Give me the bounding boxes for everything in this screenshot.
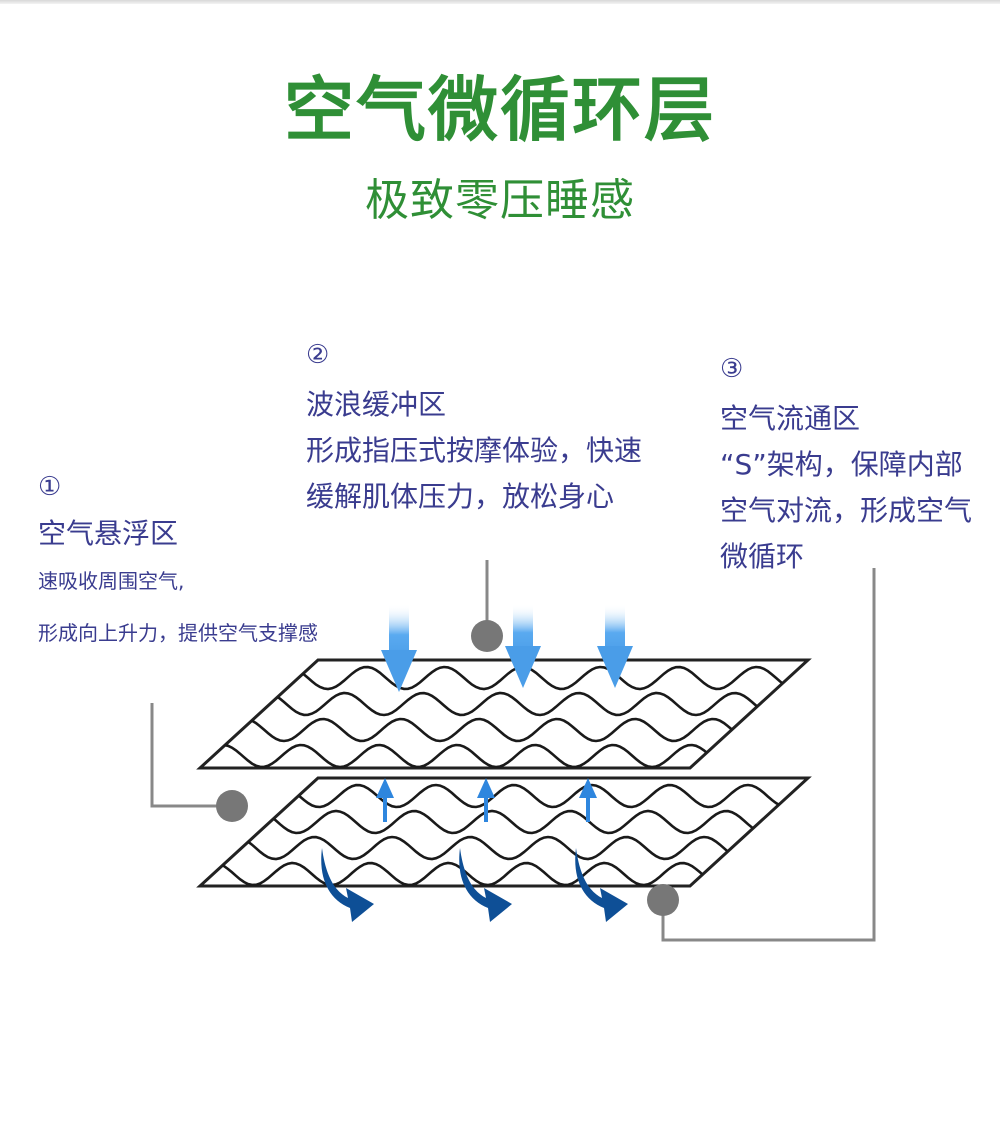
up-arrow-1 [376,778,394,822]
callout-number-3: ③ [720,354,744,384]
up-arrow-2 [477,778,495,822]
down-arrow-2 [505,604,541,688]
leader-line-1 [150,703,232,808]
callout-air-flow-zone: ③ 空气流通区 “S”架构，保障内部 空气对流，形成空气 微循环 [720,354,972,580]
callout-line: 速吸收周围空气, [38,569,185,593]
callout-heading-2: 波浪缓冲区 [306,388,447,421]
callout-number-2: ② [306,340,330,370]
callout-heading-1: 空气悬浮区 [38,517,179,550]
wave-line [200,717,808,743]
wave-layer-top [196,658,812,770]
curved-arrow-1 [321,848,374,922]
down-arrow-3 [597,604,633,688]
wave-line [200,835,808,861]
callout-line: “S”架构，保障内部 [720,448,963,481]
wave-line [200,691,808,717]
curved-arrow-3 [575,848,628,922]
wave-line [200,809,808,835]
callout-line: 形成向上升力，提供空气支撑感 [38,621,318,645]
callout-line: 空气对流，形成空气 [720,494,973,527]
page-subtitle: 极致零压睡感 [365,175,635,226]
down-arrow-1 [381,604,417,692]
page-title: 空气微循环层 [284,69,716,151]
leader-dot-2 [471,620,503,652]
wave-layer-bottom [196,776,812,888]
leader-line-3 [661,568,876,942]
top-divider [0,0,1000,4]
callout-line: 缓解肌体压力，放松身心 [306,480,615,513]
callout-line: 微循环 [720,540,805,573]
callout-wave-buffer-zone: ② 波浪缓冲区 形成指压式按摩体验，快速 缓解肌体压力，放松身心 [306,340,642,520]
up-arrow-3 [579,778,597,822]
leader-dot-3 [647,884,679,916]
callout-air-suspension-zone: ① 空气悬浮区 速吸收周围空气, 形成向上升力，提供空气支撑感 [38,472,318,646]
callout-number-1: ① [38,472,62,502]
callout-heading-3: 空气流通区 [720,402,861,435]
curved-arrow-2 [459,848,512,922]
callout-line: 形成指压式按摩体验，快速 [306,434,643,467]
leader-dot-1 [216,790,248,822]
